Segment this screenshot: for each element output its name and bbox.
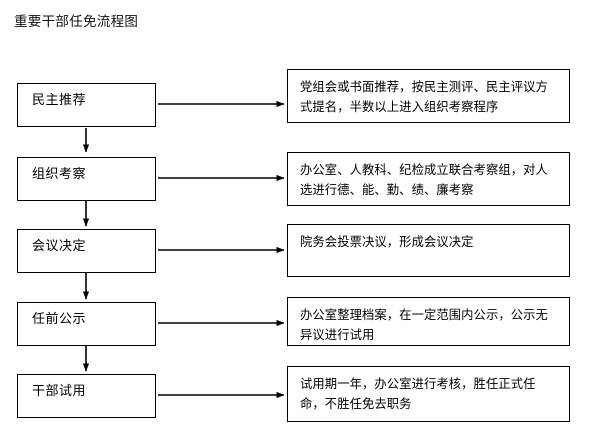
page-title: 重要干部任免流程图 <box>14 14 139 30</box>
stage-box-1[interactable]: 民主推荐 <box>17 83 156 127</box>
stage-box-4[interactable]: 任前公示 <box>17 302 156 346</box>
note-text-1: 党组会或书面推荐，按民主测评、民主评议方式提名，半数以上进入组织考察程序 <box>300 80 548 114</box>
note-text-3: 院务会投票决议，形成会议决定 <box>300 235 474 249</box>
stage-box-3[interactable]: 会议决定 <box>17 229 156 273</box>
horizontal-arrows <box>158 100 285 399</box>
note-box-4[interactable]: 办公室整理档案，在一定范围内公示，公示无异议进行试用 <box>287 297 570 346</box>
note-box-2[interactable]: 办公室、人教科、纪检成立联合考察组，对人选进行德、能、勤、绩、廉考察 <box>287 152 570 206</box>
stage-label-4: 任前公示 <box>32 312 87 327</box>
stage-label-5: 干部试用 <box>32 384 87 399</box>
note-box-1[interactable]: 党组会或书面推荐，按民主测评、民主评议方式提名，半数以上进入组织考察程序 <box>287 69 570 123</box>
note-text-2: 办公室、人教科、纪检成立联合考察组，对人选进行德、能、勤、绩、廉考察 <box>300 163 548 197</box>
note-box-3[interactable]: 院务会投票决议，形成会议决定 <box>287 224 570 277</box>
stage-label-1: 民主推荐 <box>32 93 87 108</box>
note-text-5: 试用期一年，办公室进行考核，胜任正式任命，不胜任免去职务 <box>300 377 536 411</box>
stage-label-3: 会议决定 <box>32 239 87 254</box>
stage-box-2[interactable]: 组织考察 <box>17 157 156 201</box>
note-box-5[interactable]: 试用期一年，办公室进行考核，胜任正式任命，不胜任免去职务 <box>287 366 570 422</box>
stage-box-5[interactable]: 干部试用 <box>17 374 156 418</box>
stage-label-2: 组织考察 <box>32 167 87 182</box>
note-text-4: 办公室整理档案，在一定范围内公示，公示无异议进行试用 <box>300 308 548 342</box>
